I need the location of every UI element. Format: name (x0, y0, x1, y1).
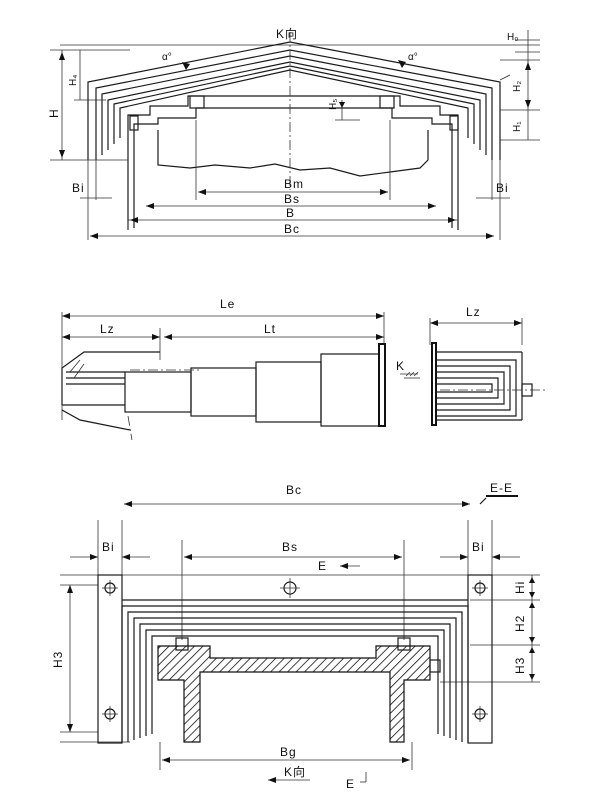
front-view (50, 30, 540, 240)
bc-section-label: Bc (286, 483, 302, 497)
k-direction-label: K向 (276, 26, 298, 41)
bi-right-label: Bi (496, 181, 509, 195)
b-label: B (286, 206, 295, 220)
bc-label: Bc (284, 222, 300, 236)
bs-section-label: Bs (282, 540, 298, 554)
bm-label: Bm (284, 177, 304, 191)
e-top-label: E (318, 559, 327, 573)
bi-section-left-label: Bi (102, 540, 115, 554)
h1-label: H₁ (512, 121, 523, 132)
lz-right-label: Lz (466, 305, 481, 319)
bg-label: Bg (280, 745, 297, 759)
h2-label: H₂ (512, 81, 523, 92)
bi-left-label: Bi (72, 181, 85, 195)
bi-section-right-label: Bi (472, 540, 485, 554)
alpha-left-label: α° (162, 52, 172, 63)
h4-label: H₄ (68, 75, 79, 86)
bs-label: Bs (284, 192, 300, 206)
machine-body (127, 95, 459, 230)
roof-plates (87, 41, 501, 160)
h-label: H (47, 108, 61, 118)
k-label: K (396, 359, 405, 373)
h3-right-label: H3 (513, 657, 527, 674)
le-label: Le (220, 297, 235, 311)
k-view (429, 318, 545, 426)
k-direction-bottom-label: K向 (284, 764, 306, 779)
section-view (60, 495, 540, 783)
h5-label: H₅ (328, 99, 339, 110)
e-bottom-label: E (346, 777, 355, 791)
section-ee-label: E-E (490, 481, 513, 495)
alpha-right-label: α° (408, 52, 418, 63)
h2-section-label: H2 (513, 615, 527, 632)
side-view (61, 312, 420, 441)
h0-label: H₀ (507, 32, 518, 43)
lt-label: Lt (264, 322, 276, 336)
h3-left-label: H3 (51, 651, 65, 668)
lz-label: Lz (100, 322, 115, 336)
hi-label: Hi (513, 581, 527, 594)
